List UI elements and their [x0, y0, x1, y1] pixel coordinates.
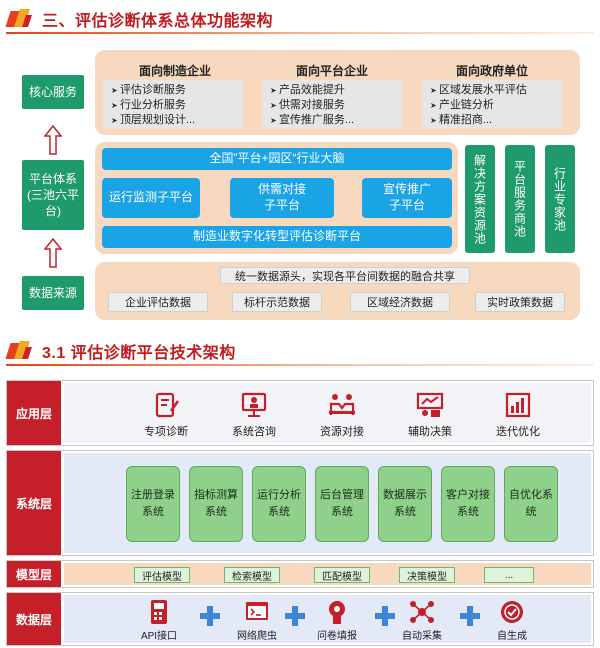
app-item-resource: 资源对接 — [302, 391, 382, 439]
section-header-icon — [5, 7, 36, 31]
decision-icon — [416, 392, 444, 417]
plus-icon — [285, 606, 305, 626]
app-layer-body: 专项诊断 系统咨询 资源对接 辅助决策 迭代优化 — [64, 383, 591, 443]
app-item-consulting: 系统咨询 — [214, 391, 294, 439]
platform-services-list: 产品效能提升 供需对接服务 宣传推广服务... — [262, 80, 402, 128]
national-platform-bar: 全国”平台+园区“行业大脑 — [102, 148, 452, 170]
data-item-survey: 问卷填报 — [304, 599, 370, 642]
app-item-label: 系统咨询 — [232, 426, 276, 438]
crawler-icon — [246, 602, 268, 620]
industry-expert-pool: 行业专家池 — [545, 145, 575, 253]
survey-icon — [329, 601, 345, 624]
model-item: 检索模型 — [224, 567, 280, 583]
app-item-label: 辅助决策 — [408, 426, 452, 438]
data-unification-header: 统一数据源头，实现各平台间数据的融合共享 — [220, 267, 470, 284]
data-item-crawler: 网络爬虫 — [224, 599, 290, 642]
app-item-diagnosis: 专项诊断 — [126, 391, 206, 439]
model-layer: 模型层 评估模型 检索模型 匹配模型 决策模型 ... — [6, 560, 594, 588]
chart-icon — [505, 392, 531, 418]
section-underline — [6, 32, 594, 34]
data-source-item: 实时政策数据 — [475, 292, 565, 312]
app-item-label: 迭代优化 — [496, 426, 540, 438]
column-title-government: 面向政府单位 — [455, 64, 528, 78]
generate-icon — [501, 601, 523, 623]
supply-demand-subplatform: 供需对接 子平台 — [230, 178, 334, 218]
up-arrow-icon — [44, 125, 62, 155]
data-item-collect: 自动采集 — [389, 599, 455, 642]
system-box: 指标测算系统 — [189, 466, 243, 542]
data-source-label: 数据来源 — [22, 276, 84, 310]
app-layer: 应用层 专项诊断 系统咨询 资源对接 辅助决策 迭代优化 — [6, 380, 594, 446]
operation-monitoring-subplatform: 运行监测子平台 — [102, 178, 200, 218]
list-item: 精准招商... — [430, 113, 554, 128]
list-item: 区域发展水平评估 — [430, 83, 554, 98]
plus-icon — [200, 606, 220, 626]
list-item: 评估诊断服务 — [111, 83, 235, 98]
system-layer-body: 注册登录系统 指标测算系统 运行分析系统 后台管理系统 数据展示系统 客户对接系… — [64, 453, 591, 553]
data-source-item: 区域经济数据 — [350, 292, 450, 312]
app-item-label: 专项诊断 — [144, 426, 188, 438]
app-item-optimization: 迭代优化 — [478, 391, 558, 439]
app-layer-label: 应用层 — [7, 381, 61, 445]
promotion-subplatform: 宣传推广 子平台 — [362, 178, 452, 218]
diagnosis-icon — [155, 392, 180, 418]
data-source-item: 标杆示范数据 — [232, 292, 322, 312]
section-header-icon — [5, 339, 36, 363]
data-item-label: 自生成 — [497, 631, 527, 642]
platform-provider-pool: 平台服务商池 — [505, 145, 535, 253]
list-item: 产业链分析 — [430, 98, 554, 113]
collect-icon — [410, 601, 434, 623]
section-header-2: 3.1 评估诊断平台技术架构 — [5, 338, 236, 364]
handshake-icon — [329, 394, 355, 415]
consulting-icon — [241, 392, 267, 417]
data-item-label: 问卷填报 — [317, 631, 357, 642]
system-box: 客户对接系统 — [441, 466, 495, 542]
list-item: 行业分析服务 — [111, 98, 235, 113]
manufacturing-services-list: 评估诊断服务 行业分析服务 顶层规划设计... — [103, 80, 243, 128]
model-layer-body: 评估模型 检索模型 匹配模型 决策模型 ... — [64, 563, 591, 585]
plus-icon — [460, 606, 480, 626]
section-title-2: 3.1 评估诊断平台技术架构 — [42, 345, 236, 362]
data-item-generate: 自生成 — [479, 599, 545, 642]
plus-icon — [375, 606, 395, 626]
list-item: 顶层规划设计... — [111, 113, 235, 128]
column-title-platform: 面向平台企业 — [295, 64, 368, 78]
system-box: 后台管理系统 — [315, 466, 369, 542]
data-item-label: 自动采集 — [402, 631, 442, 642]
system-box: 自优化系统 — [504, 466, 558, 542]
government-services-list: 区域发展水平评估 产业链分析 精准招商... — [422, 80, 562, 128]
solution-resource-pool: 解决方案资源池 — [465, 145, 495, 253]
api-icon — [151, 600, 167, 624]
list-item: 供需对接服务 — [270, 98, 394, 113]
list-item: 产品效能提升 — [270, 83, 394, 98]
system-box: 运行分析系统 — [252, 466, 306, 542]
model-item: 评估模型 — [134, 567, 190, 583]
data-source-item: 企业评估数据 — [108, 292, 208, 312]
up-arrow-icon — [44, 238, 62, 268]
model-item: 决策模型 — [399, 567, 455, 583]
system-layer-label: 系统层 — [7, 451, 61, 555]
section-title-1: 三、评估诊断体系总体功能架构 — [42, 13, 274, 30]
core-services-label: 核心服务 — [22, 75, 84, 109]
data-layer-label: 数据层 — [7, 593, 61, 645]
app-item-decision: 辅助决策 — [390, 391, 470, 439]
section-header-1: 三、评估诊断体系总体功能架构 — [5, 6, 274, 32]
evaluation-platform-bar: 制造业数字化转型评估诊断平台 — [102, 226, 452, 248]
system-box: 注册登录系统 — [126, 466, 180, 542]
data-item-api: API接口 — [126, 599, 192, 642]
system-layer: 系统层 注册登录系统 指标测算系统 运行分析系统 后台管理系统 数据展示系统 客… — [6, 450, 594, 556]
platform-system-label: 平台体系 (三池六平台) — [22, 160, 84, 230]
data-item-label: API接口 — [140, 631, 178, 642]
data-layer-body: API接口 网络爬虫 问卷填报 自动采集 自生成 — [64, 595, 591, 643]
list-item: 宣传推广服务... — [270, 113, 394, 128]
section-underline — [6, 364, 594, 366]
app-item-label: 资源对接 — [320, 426, 364, 438]
data-layer: 数据层 API接口 网络爬虫 问卷填报 自动采集 自生成 — [6, 592, 594, 646]
system-box: 数据展示系统 — [378, 466, 432, 542]
column-title-manufacturing: 面向制造企业 — [138, 64, 211, 78]
model-item: 匹配模型 — [314, 567, 370, 583]
model-item-more: ... — [484, 567, 534, 583]
data-item-label: 网络爬虫 — [237, 631, 277, 642]
model-layer-label: 模型层 — [7, 561, 61, 587]
